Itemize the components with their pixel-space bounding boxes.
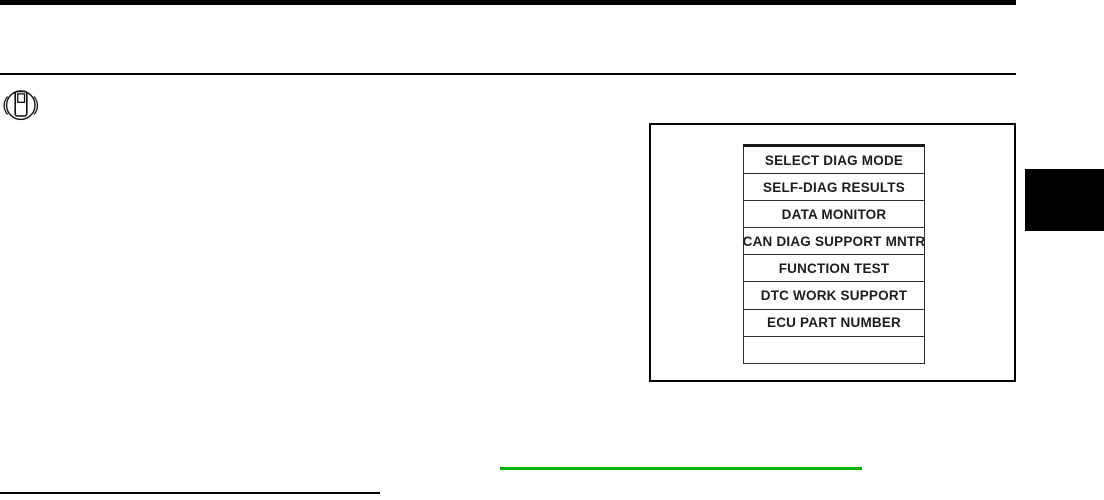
menu-row-data-monitor: DATA MONITOR: [743, 201, 925, 229]
section-tab-marker: [1025, 169, 1104, 231]
menu-row-dtc-work-support: DTC WORK SUPPORT: [743, 282, 925, 310]
menu-row-function-test: FUNCTION TEST: [743, 255, 925, 283]
page-top-bar: [0, 0, 1016, 5]
footnote-rule: [0, 492, 380, 494]
consult-screen-figure: SELECT DIAG MODE SELF-DIAG RESULTS DATA …: [649, 123, 1016, 382]
select-diag-mode-menu: SELECT DIAG MODE SELF-DIAG RESULTS DATA …: [743, 144, 925, 364]
menu-row-ecu-part-number: ECU PART NUMBER: [743, 309, 925, 337]
header-rule: [0, 73, 1016, 75]
menu-row-can-diag-support-mntr: CAN DIAG SUPPORT MNTR: [743, 228, 925, 256]
menu-row-empty: [743, 336, 925, 364]
consult-ii-icon: [3, 90, 39, 121]
menu-row-self-diag-results: SELF-DIAG RESULTS: [743, 174, 925, 202]
hyperlink-rule[interactable]: [500, 467, 862, 470]
menu-row-select-diag-mode: SELECT DIAG MODE: [743, 147, 925, 175]
